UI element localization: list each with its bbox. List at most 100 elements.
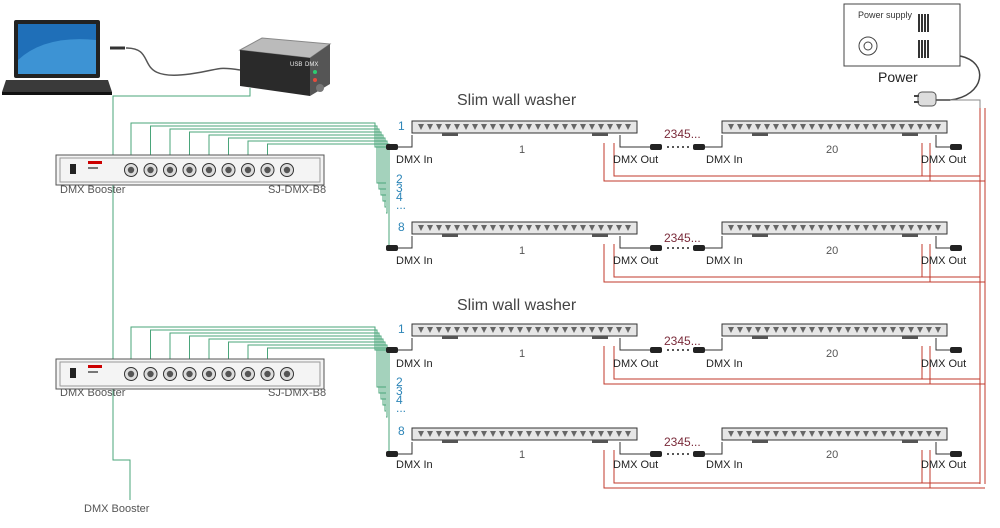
chain-dot <box>677 453 679 455</box>
usb-cable <box>125 47 241 76</box>
s2-row2-channel: 8 <box>398 424 405 438</box>
s2-row2-dmx-in-2: DMX In <box>706 459 743 471</box>
power-lead <box>603 143 985 182</box>
dmx-in-connector-icon <box>950 347 962 353</box>
power-supply-icon <box>843 3 961 67</box>
dmx-in-connector-icon <box>386 451 398 457</box>
dmx-booster-rack-icon <box>55 154 325 186</box>
dmx-in-connector-icon <box>950 144 962 150</box>
s1-row2-first-num: 1 <box>519 245 526 257</box>
lead <box>935 442 950 455</box>
s2-row1-channel: 1 <box>398 322 405 336</box>
s2-row1-dmx-out-2: DMX Out <box>921 358 967 370</box>
s2-row1-dmx-in-2: DMX In <box>706 358 743 370</box>
dmx-output-line <box>150 125 386 184</box>
s1-row2-sequence: 2345... <box>664 231 701 245</box>
power-lead <box>613 346 980 380</box>
dmx-booster-rack-icon <box>55 358 325 390</box>
dmx-in-connector-icon <box>693 144 705 150</box>
s1-row1-first-num: 1 <box>519 144 526 156</box>
lead <box>619 338 650 351</box>
dmx-trunk-2 <box>112 389 131 500</box>
s2-extra-4: 4 <box>396 393 403 407</box>
lead <box>398 135 413 148</box>
chain-dot <box>682 349 684 351</box>
power-title: Power <box>878 69 918 85</box>
power-plug-icon <box>914 91 937 107</box>
dmx-in-connector-icon <box>950 451 962 457</box>
s1-row1-dmx-out-2: DMX Out <box>921 154 967 166</box>
dmx-output-line <box>247 344 388 418</box>
lead <box>935 338 950 351</box>
power-lead <box>613 244 980 278</box>
s1-row1-last-num: 20 <box>826 144 839 156</box>
s1-row2-channel: 8 <box>398 220 405 234</box>
s1-row1-dmx-in-1: DMX In <box>396 154 433 166</box>
s2-row1-first-num: 1 <box>519 348 526 360</box>
section-1-title: Slim wall washer <box>457 92 577 109</box>
chain-dot <box>687 349 689 351</box>
section-2-title: Slim wall washer <box>457 297 577 314</box>
chain-dot <box>667 349 669 351</box>
lead <box>935 135 950 148</box>
dmx-out-connector-icon <box>650 245 662 251</box>
chain-dot <box>687 146 689 148</box>
dmx-output-line <box>208 134 386 202</box>
s2-row1-sequence: 2345... <box>664 334 701 348</box>
s1-row1-sequence: 2345... <box>664 127 701 141</box>
lead <box>398 338 413 351</box>
power-lead <box>603 346 985 385</box>
chain-dot <box>687 453 689 455</box>
booster-2-label: DMX Booster <box>60 387 126 399</box>
s2-row2-last-num: 20 <box>826 449 839 461</box>
wall-washer-bar-icon <box>411 120 638 136</box>
s1-row2-last-num: 20 <box>826 245 839 257</box>
dmx-output-line <box>208 338 386 406</box>
wall-washer-bar-icon <box>721 221 948 237</box>
dmx-output-line <box>150 329 386 388</box>
power-lead <box>603 450 985 489</box>
lead <box>619 236 650 249</box>
s1-row2-dmx-out-2: DMX Out <box>921 255 967 267</box>
wall-washer-bar-icon <box>721 120 948 136</box>
chain-dot <box>667 146 669 148</box>
chain-dot <box>672 349 674 351</box>
power-lead <box>613 450 980 484</box>
lead <box>619 442 650 455</box>
s1-extra-3: 3 <box>396 181 403 195</box>
dmx-in-connector-icon <box>386 245 398 251</box>
s2-extra-2: 2 <box>396 375 403 389</box>
power-lead <box>613 143 980 177</box>
s2-row2-dmx-out-1: DMX Out <box>613 459 659 471</box>
lead <box>705 236 723 249</box>
booster-1-model: SJ-DMX-B8 <box>268 184 327 196</box>
s1-row2-dmx-in-1: DMX In <box>396 255 433 267</box>
dmx-output-line <box>247 140 388 214</box>
chain-dot <box>682 146 684 148</box>
chain-dot <box>672 453 674 455</box>
dmx-in-connector-icon <box>693 347 705 353</box>
s1-row1-dmx-in-2: DMX In <box>706 154 743 166</box>
chain-dot <box>672 146 674 148</box>
chain-dot <box>677 247 679 249</box>
lead <box>705 442 723 455</box>
dmx-in-connector-icon <box>693 451 705 457</box>
power-lead <box>603 244 985 283</box>
s2-row1-dmx-out-1: DMX Out <box>613 358 659 370</box>
chain-dot <box>682 453 684 455</box>
lead <box>935 236 950 249</box>
wall-washer-bar-icon <box>411 323 638 339</box>
booster-2-model: SJ-DMX-B8 <box>268 387 327 399</box>
wall-washer-bar-icon <box>411 427 638 443</box>
s2-extra-ellipsis: ... <box>396 401 407 415</box>
power-feed <box>950 99 981 108</box>
interface-text-usb: USB <box>290 62 303 68</box>
chain-dot <box>667 453 669 455</box>
dmx-in-connector-icon <box>386 144 398 150</box>
chain-dot <box>672 247 674 249</box>
s1-row1-channel: 1 <box>398 119 405 133</box>
s2-row2-dmx-out-2: DMX Out <box>921 459 967 471</box>
devices <box>2 3 981 457</box>
s1-extra-4: 4 <box>396 190 403 204</box>
